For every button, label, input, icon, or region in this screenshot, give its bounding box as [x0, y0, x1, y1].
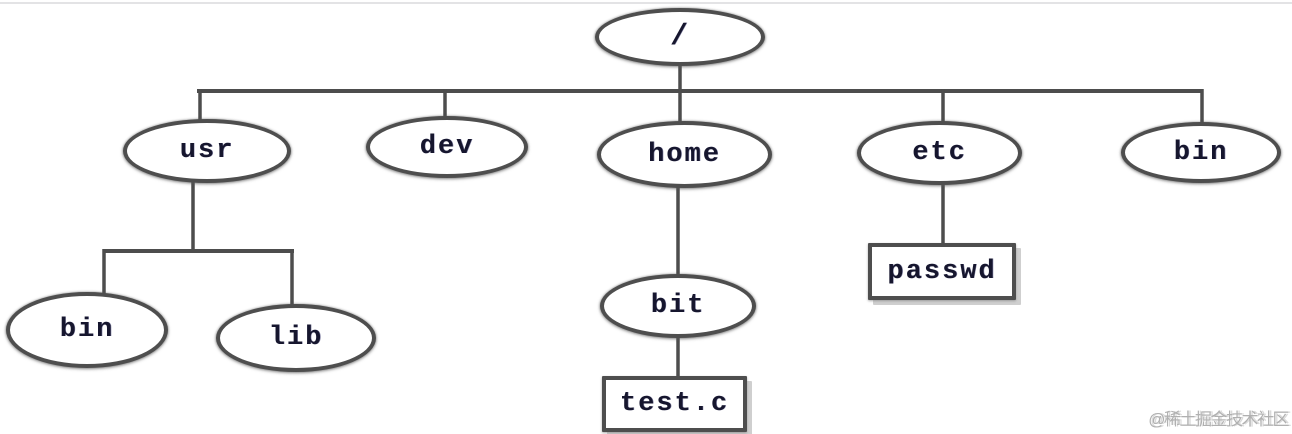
node-test-c: test.c: [602, 376, 747, 432]
node-usr-label: usr: [179, 136, 235, 166]
node-home: home: [597, 121, 772, 188]
node-usr-lib: lib: [216, 304, 376, 372]
node-test-c-label: test.c: [619, 389, 730, 419]
node-usr-lib-label: lib: [268, 323, 324, 353]
node-usr: usr: [123, 119, 291, 183]
node-bit: bit: [600, 274, 756, 338]
node-passwd-label: passwd: [887, 256, 997, 287]
node-bin-top-label: bin: [1173, 137, 1229, 168]
node-root-label: /: [669, 20, 690, 54]
node-home-label: home: [648, 139, 721, 170]
node-dev-label: dev: [419, 132, 475, 162]
node-passwd: passwd: [868, 243, 1016, 300]
node-usr-bin: bin: [6, 292, 168, 368]
node-etc-label: etc: [912, 138, 967, 168]
node-bin-top: bin: [1121, 122, 1281, 183]
node-root: /: [595, 8, 765, 66]
node-etc: etc: [857, 121, 1022, 185]
node-bit-label: bit: [650, 291, 706, 321]
node-dev: dev: [366, 116, 528, 178]
top-border-line: [0, 2, 1292, 4]
watermark-text: @稀土掘金技术社区: [1148, 410, 1289, 429]
node-usr-bin-label: bin: [59, 315, 115, 345]
